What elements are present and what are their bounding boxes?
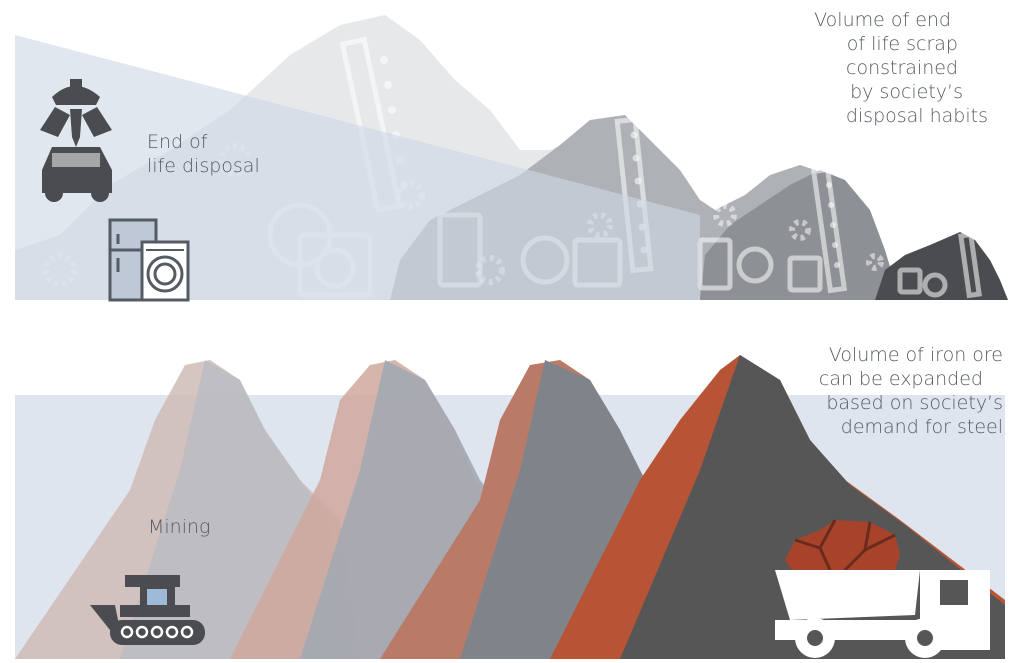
mining-label: Mining xyxy=(148,516,211,538)
end-of-life-disposal-label: End of life disposal xyxy=(147,131,260,177)
scrap-volume-wedge xyxy=(15,35,700,300)
bulldozer-icon xyxy=(90,575,205,645)
washing-machine-icon xyxy=(897,267,923,295)
crane-claw-car-icon xyxy=(40,79,112,202)
scrap-volume-annotation: Volume of end of life scrap constrained … xyxy=(814,9,988,127)
scrap-section xyxy=(15,15,1008,302)
dump-truck-icon xyxy=(775,519,990,658)
washing-machine-icon xyxy=(787,255,823,293)
girder-icon xyxy=(958,231,982,299)
gear-icon xyxy=(866,253,884,271)
scrap-heap-right xyxy=(700,170,900,300)
gear-icon xyxy=(713,203,737,227)
iron-ore-rocks-icon xyxy=(785,520,900,575)
girder-icon xyxy=(810,166,848,294)
tyre-icon xyxy=(922,272,948,298)
tyre-icon xyxy=(736,246,774,284)
fridge-washer-icon xyxy=(108,218,190,302)
ore-volume-annotation: Volume of iron ore can be expanded based… xyxy=(818,344,1003,438)
gear-icon xyxy=(789,219,811,241)
ore-section xyxy=(15,355,1005,660)
